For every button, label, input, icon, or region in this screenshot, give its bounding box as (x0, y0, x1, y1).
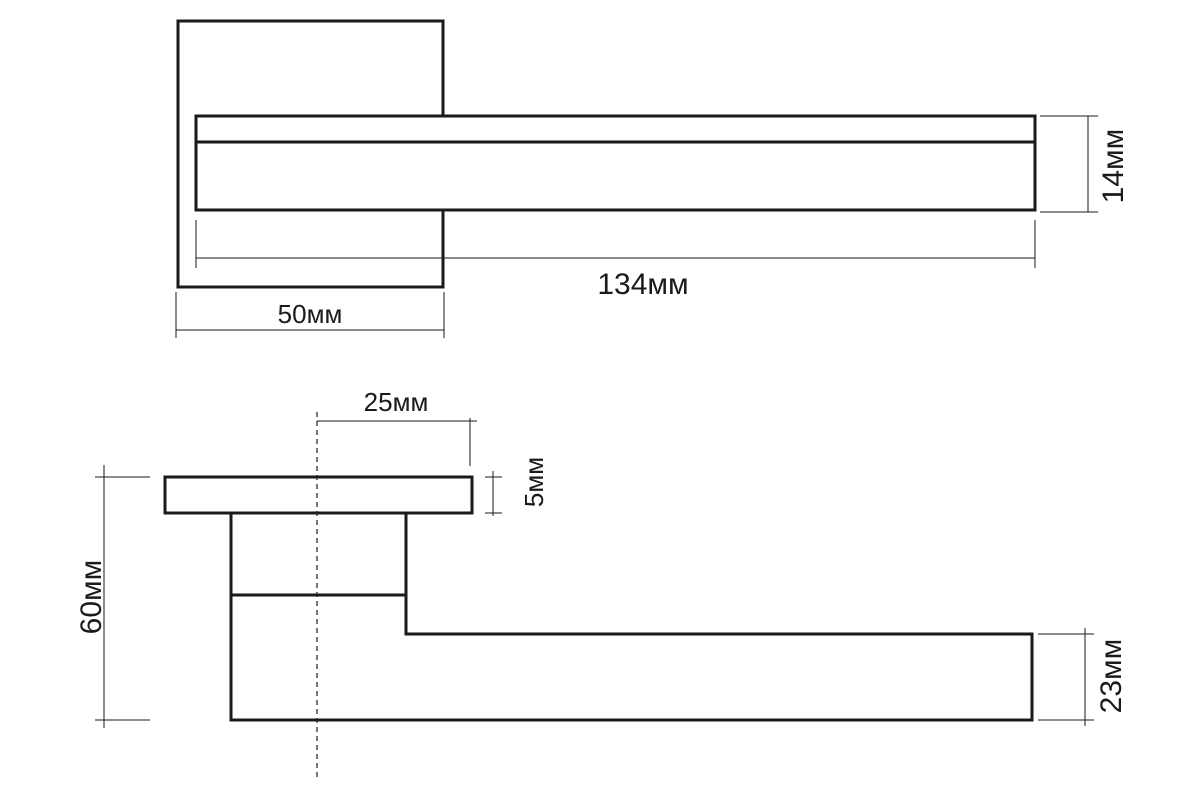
thickness-label: 5мм (519, 457, 549, 507)
side-rosette-plate (163, 475, 474, 515)
total-label: 60мм (75, 560, 108, 635)
top-lever-bar (194, 114, 1037, 212)
length-label: 134мм (597, 268, 688, 301)
offset-label: 25мм (364, 387, 429, 417)
width-label: 50мм (278, 299, 343, 329)
height-label: 14мм (1097, 129, 1130, 204)
side-view: 25мм 5мм 60мм 23мм (75, 387, 1128, 778)
side-lever-profile (229, 513, 1034, 722)
handle-label: 23мм (1095, 639, 1128, 714)
top-view: 134мм 14мм 50мм (175, 19, 1130, 338)
